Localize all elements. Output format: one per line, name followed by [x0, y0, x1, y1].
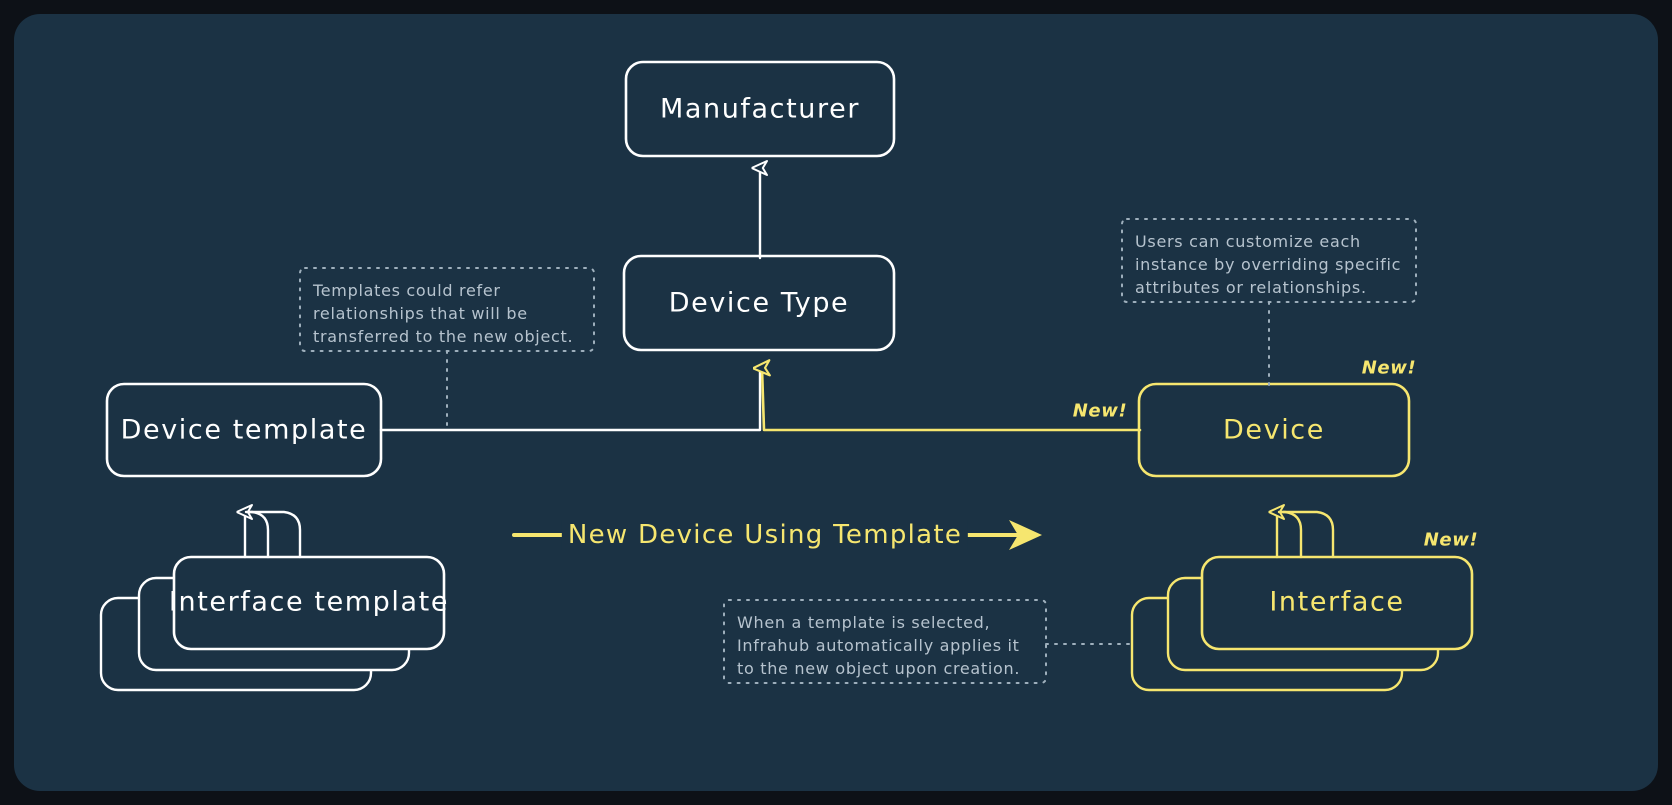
note-box-users-customize	[1121, 218, 1417, 387]
node-device-type[interactable]	[622, 254, 896, 352]
node-device[interactable]	[1137, 382, 1411, 478]
edge-interface-to-device	[1277, 512, 1335, 559]
note-text-templates-refer: Templates could refer relationships that…	[313, 281, 574, 346]
edge-device-template-to-device-type	[379, 366, 762, 432]
edge-device-to-device-type	[762, 368, 1142, 432]
note-text-users-customize: Users can customize each instance by ove…	[1135, 232, 1402, 297]
note-box-templates-refer	[299, 267, 595, 433]
node-interface-template[interactable]	[172, 555, 446, 651]
node-interface[interactable]	[1200, 555, 1474, 651]
badge-new-device-link: New!	[1072, 400, 1128, 422]
node-manufacturer[interactable]	[624, 60, 896, 158]
flow-arrow-label: New Device Using Template	[561, 520, 969, 550]
badge-new-interface: New!	[1423, 529, 1479, 551]
note-text-template-selected: When a template is selected, Infrahub au…	[737, 613, 1021, 678]
note-box-template-selected	[723, 599, 1133, 684]
edge-interface-template-to-device-template	[245, 512, 302, 559]
badge-new-device: New!	[1361, 357, 1417, 379]
node-device-template[interactable]	[105, 382, 383, 478]
